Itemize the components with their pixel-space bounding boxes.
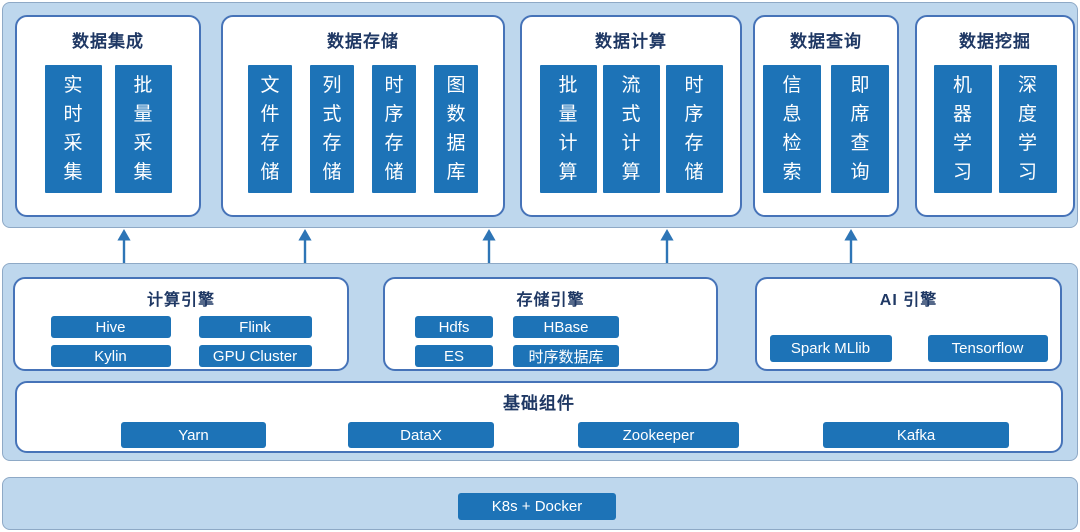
capability-card: 时序存储 (665, 65, 723, 193)
capability-card-label: 深度学习 (1017, 75, 1037, 183)
component-chip: HBase (513, 316, 619, 338)
capability-card: 实时采集 (44, 65, 102, 193)
ai-engine-box: AI 引擎 Spark MLlib Tensorflow (755, 277, 1062, 371)
component-chip: Flink (198, 316, 312, 338)
component-chip: K8s + Docker (458, 493, 616, 520)
group-data-query: 数据查询 信息检索 即席查询 (753, 15, 899, 217)
engine-title: 计算引擎 (146, 292, 215, 309)
storage-engine-box: 存储引擎 Hdfs HBase ES 时序数据库 (383, 277, 718, 371)
engine-title: AI 引擎 (879, 292, 938, 309)
card-row: 信息检索 即席查询 (755, 65, 897, 193)
up-arrow-icon (117, 229, 131, 268)
component-chip: Zookeeper (578, 422, 739, 448)
card-row: 实时采集 批量采集 (17, 65, 199, 193)
card-row: 批量计算 流式计算 时序存储 (522, 65, 740, 193)
engine-title: 存储引擎 (516, 292, 585, 309)
capability-card-label: 即席查询 (850, 75, 870, 183)
capability-card: 机器学习 (933, 65, 992, 193)
capability-card-label: 信息检索 (782, 75, 802, 183)
capability-card: 即席查询 (831, 65, 889, 193)
component-chip: Tensorflow (927, 335, 1048, 362)
capability-card-label: 批量计算 (558, 75, 578, 183)
foundation-title: 基础组件 (503, 394, 575, 413)
capability-card: 文件存储 (248, 65, 292, 193)
component-chip: GPU Cluster (198, 345, 312, 367)
component-chip: Kylin (50, 345, 171, 367)
group-title: 数据计算 (595, 32, 667, 51)
foundation-components-box: 基础组件 Yarn DataX Zookeeper Kafka (15, 381, 1063, 453)
group-data-computing: 数据计算 批量计算 流式计算 时序存储 (520, 15, 742, 217)
capability-card: 时序存储 (372, 65, 416, 193)
container-layer-band: K8s + Docker (2, 477, 1078, 530)
group-title: 数据挖掘 (959, 32, 1031, 51)
up-arrow-icon (482, 229, 496, 268)
compute-engine-box: 计算引擎 Hive Flink Kylin GPU Cluster (13, 277, 349, 371)
component-chip: Yarn (121, 422, 266, 448)
engine-layer-band: 计算引擎 Hive Flink Kylin GPU Cluster 存储引擎 H… (2, 263, 1078, 461)
group-data-storage: 数据存储 文件存储 列式存储 时序存储 图数据库 (221, 15, 505, 217)
capability-card: 批量采集 (114, 65, 172, 193)
component-chip: Hive (50, 316, 171, 338)
capability-card-label: 时序存储 (684, 75, 704, 183)
capability-layer-band: 数据集成 实时采集 批量采集 数据存储 文件存储 列式存储 时序存储 图数据库 … (2, 2, 1078, 228)
engine-button-grid: Hive Flink Kylin GPU Cluster (15, 316, 347, 367)
capability-card-label: 机器学习 (952, 75, 972, 183)
group-title: 数据集成 (72, 32, 144, 51)
capability-card-label: 流式计算 (621, 75, 641, 183)
capability-card-label: 文件存储 (260, 75, 280, 183)
up-arrow-icon (660, 229, 674, 268)
component-chip: Spark MLlib (769, 335, 892, 362)
capability-card: 批量计算 (539, 65, 597, 193)
group-title: 数据查询 (790, 32, 862, 51)
capability-card: 流式计算 (602, 65, 660, 193)
up-arrow-icon (298, 229, 312, 268)
up-arrow-icon (844, 229, 858, 268)
component-chip: Kafka (823, 422, 1009, 448)
capability-card: 列式存储 (310, 65, 354, 193)
card-row: 机器学习 深度学习 (917, 65, 1073, 193)
engine-button-row: Spark MLlib Tensorflow (757, 335, 1060, 362)
capability-card: 深度学习 (998, 65, 1057, 193)
capability-card-label: 实时采集 (63, 75, 83, 183)
component-chip: ES (415, 345, 493, 367)
group-data-mining: 数据挖掘 机器学习 深度学习 (915, 15, 1075, 217)
component-chip: DataX (348, 422, 494, 448)
engine-button-grid: Hdfs HBase ES 时序数据库 (385, 316, 716, 367)
capability-card-label: 列式存储 (322, 75, 342, 183)
component-chip: Hdfs (415, 316, 493, 338)
capability-card: 图数据库 (434, 65, 478, 193)
card-row: 文件存储 列式存储 时序存储 图数据库 (223, 65, 503, 193)
capability-card-label: 时序存储 (384, 75, 404, 183)
capability-card-label: 批量采集 (133, 75, 153, 183)
capability-card-label: 图数据库 (446, 75, 466, 183)
component-chip: 时序数据库 (513, 345, 619, 367)
group-title: 数据存储 (327, 32, 399, 51)
group-data-integration: 数据集成 实时采集 批量采集 (15, 15, 201, 217)
capability-card: 信息检索 (763, 65, 821, 193)
